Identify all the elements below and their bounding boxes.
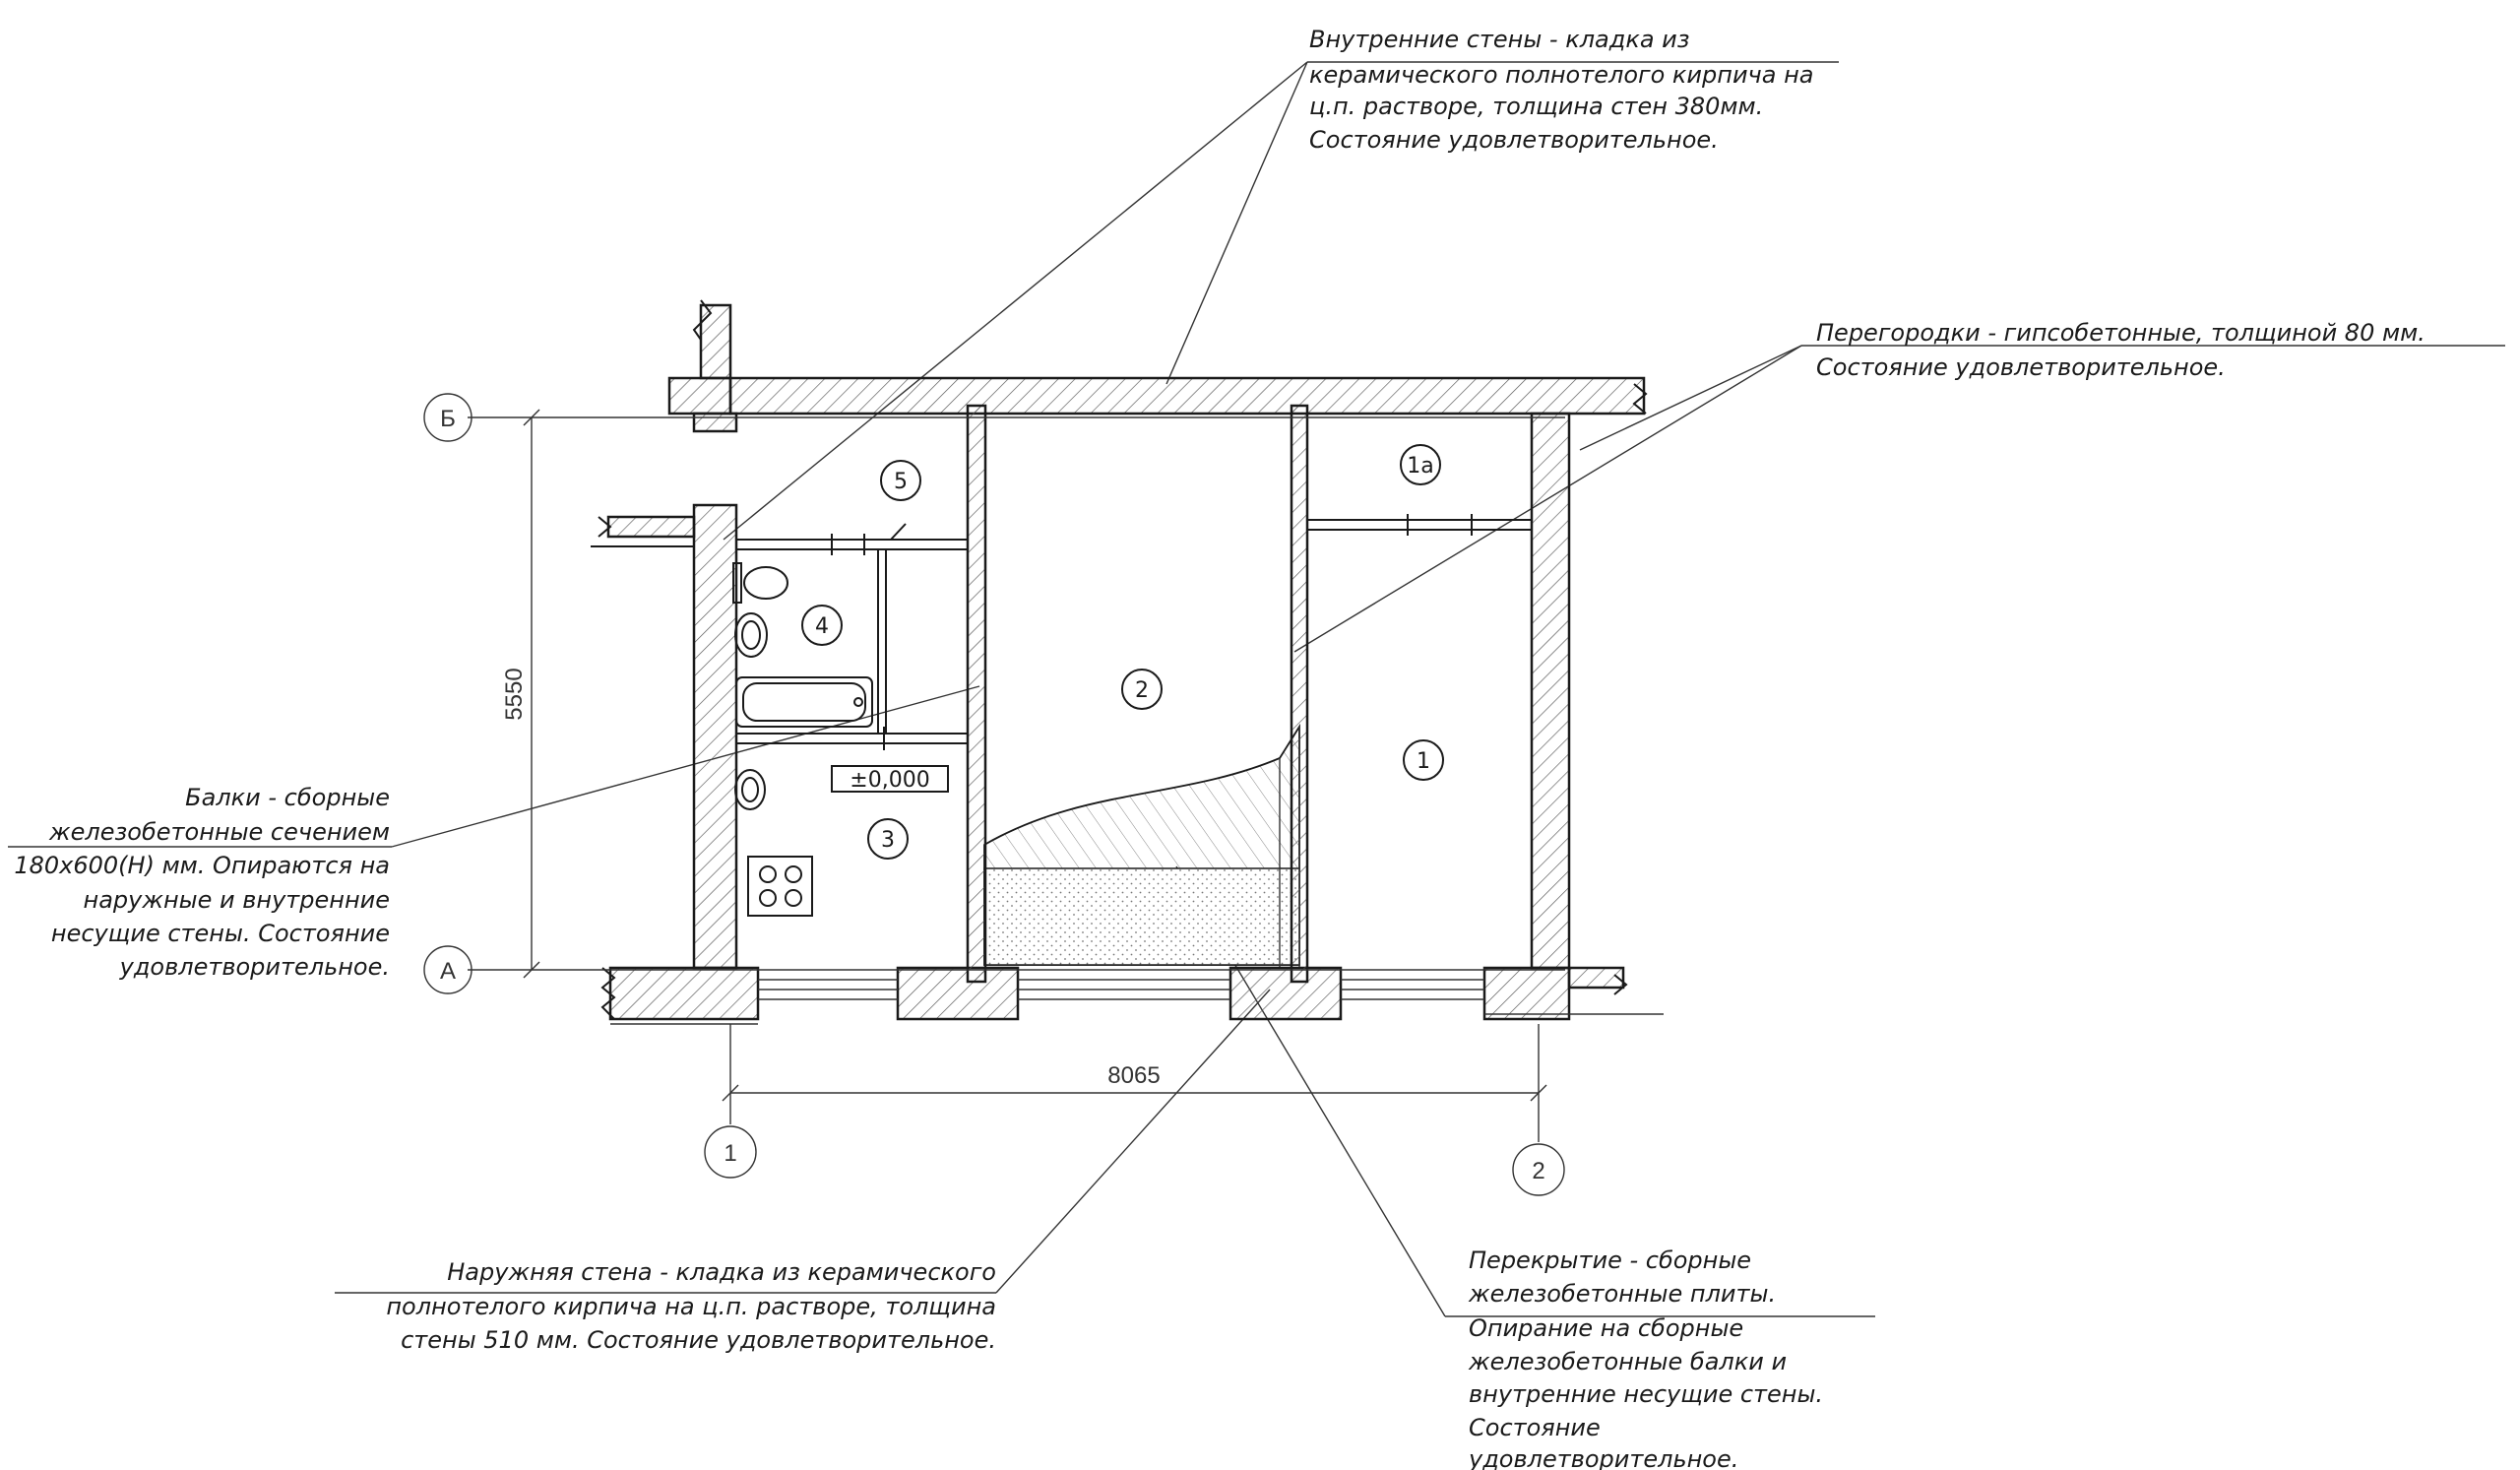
svg-text:Б: Б	[440, 406, 456, 432]
walls	[606, 303, 1646, 1021]
svg-text:железобетонные балки и: железобетонные балки и	[1468, 1348, 1787, 1375]
svg-text:4: 4	[815, 614, 829, 639]
svg-text:3: 3	[881, 828, 895, 853]
svg-text:железобетонные сечением: железобетонные сечением	[48, 818, 390, 846]
note-beams: Балки - сборные железобетонные сечением …	[14, 784, 390, 981]
axis-grid	[468, 416, 1565, 1142]
vertical-dimension: 5550	[501, 409, 540, 979]
svg-text:полнотелого кирпича на ц.п. р: полнотелого кирпича на ц.п. растворе, то…	[386, 1293, 996, 1320]
room-3-label: 3	[867, 818, 909, 860]
svg-text:стены 510 мм. Состояние удовле: стены 510 мм. Состояние удовлетворительн…	[401, 1326, 996, 1354]
bottom-pier-right	[1482, 966, 1571, 1021]
kitchen-sink-icon	[734, 769, 766, 810]
svg-text:ц.п. растворе, толщина стен 3: ц.п. растворе, толщина стен 380мм.	[1309, 93, 1763, 120]
room-5-label: 5	[880, 460, 921, 501]
top-left-wall-stub	[667, 376, 732, 415]
balcony-slab	[983, 723, 1300, 967]
note-outer-wall: Наружняя стена - кладка из керамического…	[386, 1258, 996, 1354]
left-neighbour-wall	[606, 515, 696, 539]
svg-text:несущие стены. Состояние: несущие стены. Состояние	[51, 920, 390, 947]
room-1-label: 1	[1403, 739, 1444, 781]
bottom-wall-right-stub	[1567, 966, 1625, 990]
svg-text:Состояние удовлетворительное.: Состояние удовлетворительное.	[1309, 126, 1719, 154]
inner-wall-right	[1290, 404, 1309, 984]
axis-b-marker: Б	[423, 393, 472, 442]
svg-text:Состояние: Состояние	[1469, 1414, 1601, 1441]
svg-text:А: А	[440, 958, 456, 985]
svg-text:5: 5	[894, 470, 908, 494]
horizontal-dimension: 8065	[722, 1062, 1547, 1102]
top-wall	[728, 376, 1646, 415]
svg-text:2: 2	[1532, 1158, 1544, 1184]
svg-text:наружные и внутренние: наружные и внутренние	[84, 886, 390, 914]
svg-text:2: 2	[1135, 678, 1149, 703]
svg-text:Балки - сборные: Балки - сборные	[185, 784, 390, 811]
svg-text:железобетонные плиты.: железобетонные плиты.	[1468, 1280, 1776, 1308]
bottom-pier-mid2	[1228, 966, 1343, 1021]
bottom-pier-mid1	[896, 966, 1020, 1021]
bottom-pier-left	[608, 966, 760, 1021]
axis-1-marker: 1	[704, 1125, 757, 1179]
svg-text:1а: 1а	[1407, 454, 1433, 479]
svg-text:Наружняя стена - кладка из кер: Наружняя стена - кладка из керамического	[447, 1258, 996, 1286]
washbasin-icon	[734, 612, 768, 658]
left-wall	[692, 503, 738, 970]
svg-text:±0,000: ±0,000	[850, 768, 929, 793]
room-2-label: 2	[1121, 669, 1163, 710]
svg-text:удовлетворительное.: удовлетворительное.	[119, 953, 390, 981]
stove-icon	[747, 856, 813, 917]
inner-wall-left	[966, 404, 987, 984]
toilet-icon	[732, 562, 788, 604]
svg-text:керамического полнотелого кир: керамического полнотелого кирпича на	[1309, 61, 1813, 89]
svg-text:Состояние удовлетворительное.: Состояние удовлетворительное.	[1816, 353, 2226, 381]
room-1a-label: 1а	[1400, 444, 1441, 485]
leader-lines	[8, 61, 2505, 1317]
svg-text:1: 1	[1417, 749, 1430, 774]
break-lines	[591, 299, 1648, 1020]
svg-text:Опирание на сборные: Опирание на сборные	[1469, 1314, 1743, 1342]
note-slab: Перекрытие - сборные железобетонные плит…	[1468, 1246, 1823, 1470]
room-labels: 5 4 2 1а 1 3	[801, 444, 1444, 860]
svg-text:удовлетворительное.: удовлетворительное.	[1468, 1445, 1738, 1470]
svg-text:Перекрытие - сборные: Перекрытие - сборные	[1469, 1246, 1751, 1274]
fixtures	[732, 562, 873, 917]
svg-text:Внутренние стены - кладка из: Внутренние стены - кладка из	[1309, 26, 1690, 53]
axis-a-marker: А	[423, 945, 472, 994]
note-partitions: Перегородки - гипсобетонные, толщиной 80…	[1816, 319, 2426, 381]
svg-text:5550: 5550	[501, 668, 528, 720]
partitions	[736, 414, 1532, 750]
right-wall	[1530, 412, 1571, 970]
svg-text:внутренние несущие стены.: внутренние несущие стены.	[1469, 1380, 1823, 1408]
svg-text:Перегородки - гипсобетонные, т: Перегородки - гипсобетонные, толщиной 80…	[1816, 319, 2426, 347]
windows	[610, 979, 1664, 1025]
bathtub-icon	[735, 676, 873, 728]
axis-2-marker: 2	[1512, 1143, 1565, 1196]
svg-text:1: 1	[724, 1140, 736, 1167]
top-left-pillar	[699, 303, 732, 380]
left-wall-upper	[692, 412, 738, 433]
svg-text:180х600(Н) мм. Опираются на: 180х600(Н) мм. Опираются на	[14, 852, 390, 879]
level-mark: ±0,000	[831, 765, 949, 793]
room-4-label: 4	[801, 605, 843, 646]
svg-text:8065: 8065	[1107, 1062, 1160, 1089]
note-inner-walls: Внутренние стены - кладка из керамическо…	[1309, 26, 1813, 154]
